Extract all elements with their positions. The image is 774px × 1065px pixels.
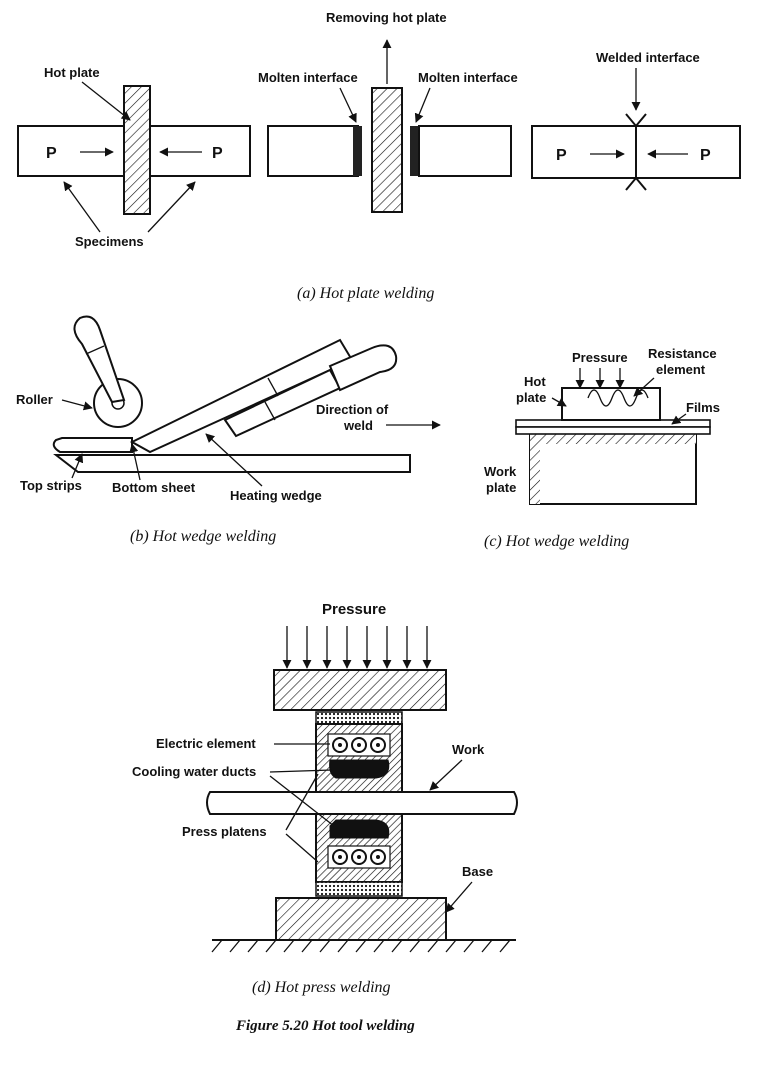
- molten-leader-left: [339, 87, 357, 123]
- wedge-joint-2: [267, 377, 279, 397]
- panel-a-hot-plate-welding: P P Hot plate Specimens Removing hot pla…: [17, 10, 741, 302]
- caption-c: (c) Hot wedge welding: [484, 533, 629, 550]
- work-piece: [206, 791, 518, 815]
- molten-interface-label-left: Molten interface: [258, 70, 358, 85]
- molten-interface-label-right: Molten interface: [418, 70, 518, 85]
- wedge-grip: [328, 344, 398, 392]
- hot-plate-label-c-1: Hot: [524, 374, 546, 389]
- hot-plate-removing: [371, 87, 403, 213]
- specimens-leader-left: [63, 181, 101, 233]
- panel-c-hot-wedge-welding: Pressure Resistance element Hot plate Fi…: [484, 346, 720, 550]
- panel-d-hot-press-welding: Pressure: [132, 601, 518, 996]
- force-label-right-c: P: [700, 147, 711, 164]
- top-strips-leader: [71, 453, 84, 479]
- base-block: [275, 897, 447, 941]
- element-coil-4-core: [338, 855, 342, 859]
- element-coil-1-core: [338, 743, 342, 747]
- work-leader: [429, 759, 463, 791]
- roller-grip-band: [85, 345, 105, 355]
- element-coil-5-core: [357, 855, 361, 859]
- electric-element-label: Electric element: [156, 736, 256, 751]
- element-coil-6-core: [376, 855, 380, 859]
- upper-insulation: [315, 711, 403, 725]
- figure-caption: Figure 5.20 Hot tool welding: [235, 1018, 415, 1034]
- specimens-leader-right: [147, 181, 196, 233]
- panel-b-hot-wedge-welding: Roller Top strips Bottom sheet Heating w…: [16, 315, 441, 545]
- films-label: Films: [686, 400, 720, 415]
- press-ram-top: [273, 669, 447, 711]
- force-label-right-a: P: [212, 145, 223, 162]
- caption-b: (b) Hot wedge welding: [130, 528, 276, 545]
- molten-interface-right: [410, 126, 419, 176]
- ground-hatch: [211, 939, 511, 953]
- work-plate-label-1: Work: [484, 464, 517, 479]
- film-layer-top: [515, 419, 711, 428]
- pressure-label-c: Pressure: [572, 350, 628, 365]
- work-plate-hatch: [530, 434, 696, 444]
- cooling-duct-leader-upper: [269, 769, 333, 773]
- force-label-left-c: P: [556, 147, 567, 164]
- resistance-label-2: element: [656, 362, 706, 377]
- weld-bead-top: [625, 113, 647, 128]
- pressure-label-d: Pressure: [322, 601, 386, 618]
- base-leader: [445, 881, 473, 913]
- hot-plate-label: Hot plate: [44, 65, 100, 80]
- bottom-sheet-leader: [129, 443, 141, 481]
- press-platens-label: Press platens: [182, 824, 267, 839]
- lower-insulation: [315, 881, 403, 897]
- film-layer-bottom: [515, 426, 711, 435]
- roller-handle: [73, 315, 126, 404]
- wedge-joint-1: [264, 401, 276, 421]
- weld-bead-bottom: [625, 176, 647, 191]
- work-label: Work: [452, 742, 485, 757]
- bottom-sheet: [53, 454, 411, 473]
- platens-leader-upper: [285, 773, 319, 831]
- top-strip: [52, 437, 133, 453]
- specimen-right-mid-a: [418, 125, 512, 177]
- upper-cooling-duct: [329, 759, 390, 779]
- resistance-label-1: Resistance: [648, 346, 717, 361]
- specimens-label: Specimens: [75, 234, 144, 249]
- hot-plate-leader-c: [551, 397, 567, 407]
- direction-label-2: weld: [343, 418, 373, 433]
- roller-label: Roller: [16, 392, 53, 407]
- pressure-arrows-d: [282, 626, 432, 669]
- top-strips-label: Top strips: [20, 478, 82, 493]
- hot-plate-c: [561, 387, 661, 421]
- element-coil-3-core: [376, 743, 380, 747]
- hot-plate-a: [123, 85, 151, 215]
- force-label-left-a: P: [46, 145, 57, 162]
- heating-wedge-leader: [205, 433, 263, 487]
- work-plate: [529, 433, 697, 505]
- cooling-water-ducts-label: Cooling water ducts: [132, 764, 256, 779]
- molten-interface-left: [353, 126, 362, 176]
- platens-leader-lower: [285, 833, 319, 863]
- resistance-leader: [633, 377, 655, 397]
- specimen-left-mid-a: [267, 125, 359, 177]
- caption-a: (a) Hot plate welding: [297, 285, 434, 302]
- molten-leader-right: [414, 87, 431, 123]
- films-leader: [671, 413, 687, 425]
- base-label: Base: [462, 864, 493, 879]
- welded-interface-label: Welded interface: [596, 50, 700, 65]
- heating-wedge-label: Heating wedge: [230, 488, 322, 503]
- lower-cooling-duct: [329, 819, 390, 839]
- hot-plate-leader: [81, 81, 131, 121]
- caption-d: (d) Hot press welding: [252, 979, 391, 996]
- element-coil-2-core: [357, 743, 361, 747]
- removing-hot-plate-label: Removing hot plate: [326, 10, 447, 25]
- work-plate-side-hatch: [530, 434, 540, 504]
- roller-leader: [61, 399, 93, 411]
- bottom-sheet-label: Bottom sheet: [112, 480, 196, 495]
- work-plate-label-2: plate: [486, 480, 516, 495]
- direction-label-1: Direction of: [316, 402, 389, 417]
- hot-plate-label-c-2: plate: [516, 390, 546, 405]
